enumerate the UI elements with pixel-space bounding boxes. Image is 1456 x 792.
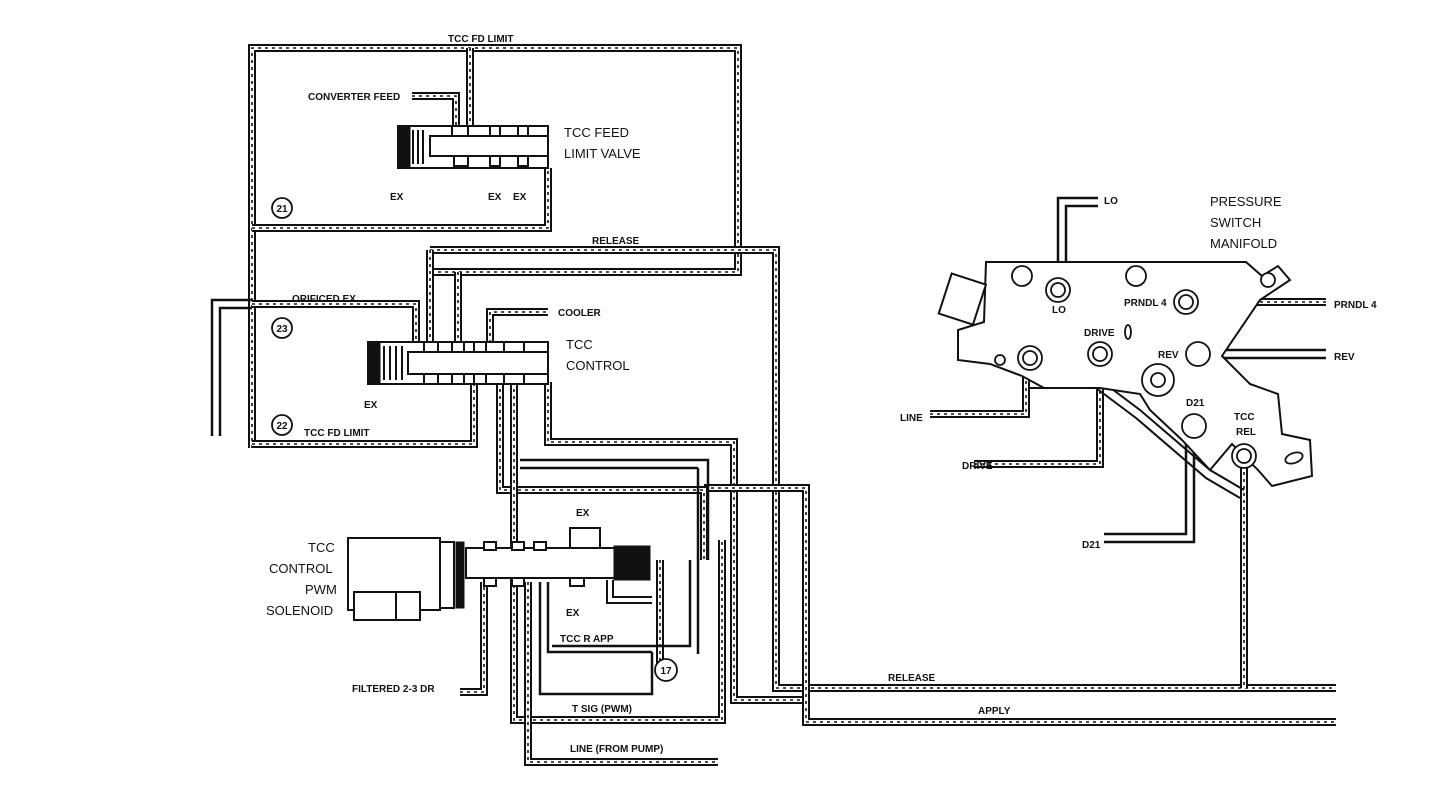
label-ex-5: EX — [576, 508, 590, 519]
label-line: LINE — [900, 413, 923, 424]
orifice-21: 21 — [276, 204, 288, 215]
label-drive-port: DRIVE — [1084, 328, 1115, 339]
tcc-feed-limit-valve — [397, 125, 549, 169]
label-tcc-control-2: CONTROL — [566, 358, 630, 373]
label-rel-port: REL — [1236, 427, 1256, 438]
label-apply: APPLY — [978, 706, 1011, 717]
label-release-top: RELEASE — [592, 236, 640, 247]
label-rev-line: REV — [1334, 352, 1355, 363]
label-rev-port: REV — [1158, 350, 1179, 361]
label-pressure: PRESSURE — [1210, 194, 1282, 209]
label-cooler: COOLER — [558, 308, 602, 319]
label-manifold: MANIFOLD — [1210, 236, 1277, 251]
label-line-from-pump: LINE (FROM PUMP) — [570, 744, 663, 755]
label-solenoid-4: SOLENOID — [266, 603, 333, 618]
label-ex-1: EX — [390, 192, 404, 203]
thin-lines — [210, 196, 1326, 696]
label-d21-line: D21 — [1082, 540, 1101, 551]
label-solenoid-1: TCC — [308, 540, 335, 555]
orifice-17: 17 — [660, 666, 672, 677]
tcc-control-valve — [367, 341, 549, 385]
label-t-sig-pwm: T SIG (PWM) — [572, 704, 632, 715]
label-ex-3: EX — [513, 192, 527, 203]
label-solenoid-3: PWM — [305, 582, 337, 597]
label-tcc-port: TCC — [1234, 412, 1255, 423]
label-drive-line: DRIVE — [962, 461, 993, 472]
label-switch: SWITCH — [1210, 215, 1261, 230]
label-d21-port: D21 — [1186, 398, 1205, 409]
label-orificed-ex: ORIFICED EX — [292, 294, 356, 305]
label-tcc-control-1: TCC — [566, 337, 593, 352]
label-filtered-2-3-dr: FILTERED 2-3 DR — [352, 684, 435, 695]
fluid-passages — [248, 44, 1336, 766]
diagram-labels: TCC FD LIMIT CONVERTER FEED TCC FEED LIM… — [266, 34, 1377, 755]
tcc-control-pwm-solenoid — [347, 527, 651, 621]
label-ex-4: EX — [364, 400, 378, 411]
label-tcc-fd-limit-bottom: TCC FD LIMIT — [304, 428, 370, 439]
label-converter-feed: CONVERTER FEED — [308, 92, 400, 103]
label-lo-port: LO — [1052, 305, 1066, 316]
label-tcc-feed: TCC FEED — [564, 125, 629, 140]
label-tcc-r-app: TCC R APP — [560, 634, 614, 645]
label-tcc-fd-limit-top: TCC FD LIMIT — [448, 34, 514, 45]
label-lo-line: LO — [1104, 196, 1118, 207]
label-limit-valve: LIMIT VALVE — [564, 146, 641, 161]
label-prndl4-port: PRNDL 4 — [1124, 298, 1167, 309]
label-ex-2: EX — [488, 192, 502, 203]
orifice-number-markers: 21 23 22 17 — [271, 197, 678, 682]
label-release-bottom: RELEASE — [888, 673, 936, 684]
pressure-switch-manifold — [937, 261, 1314, 488]
label-prndl4-line: PRNDL 4 — [1334, 300, 1377, 311]
orifice-22: 22 — [276, 421, 288, 432]
label-solenoid-2: CONTROL — [269, 561, 333, 576]
label-ex-6: EX — [566, 608, 580, 619]
orifice-23: 23 — [276, 324, 288, 335]
